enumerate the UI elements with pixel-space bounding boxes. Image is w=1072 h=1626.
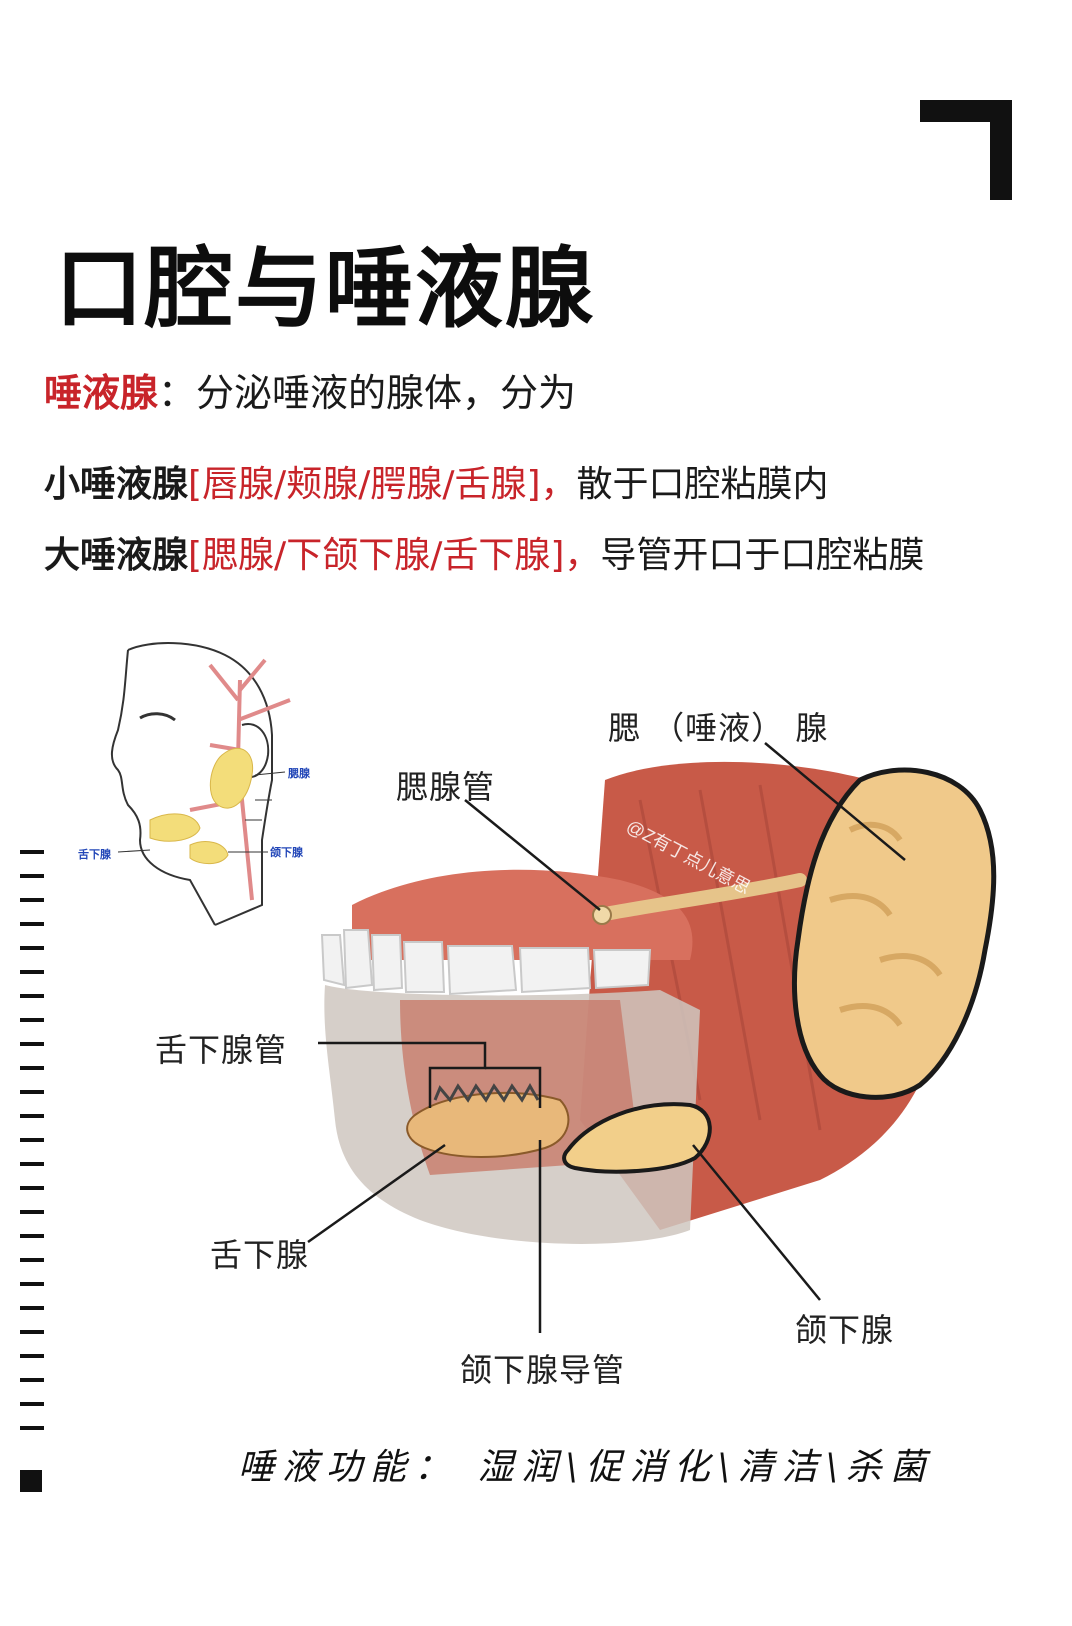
sublingual-gland-shape bbox=[406, 1082, 570, 1158]
teeth bbox=[320, 929, 652, 996]
label-parotid-duct: 腮腺管 bbox=[396, 768, 496, 806]
inset-head-sketch bbox=[111, 642, 273, 926]
minor-glands-desc: 散于口腔粘膜内 bbox=[576, 464, 829, 505]
inset-leader-lines bbox=[117, 771, 286, 853]
footer-functions: 唾液功能： 湿润\促消化\清洁\杀菌 bbox=[238, 1447, 934, 1488]
inset-glands bbox=[149, 747, 254, 865]
intro-text: 分泌唾液的腺体，分为 bbox=[196, 371, 577, 415]
intro-term: 唾液腺 bbox=[44, 371, 159, 415]
intro-colon: ： bbox=[158, 371, 197, 415]
submandibular-gland-shape bbox=[562, 1102, 712, 1174]
label-parotid-gland: 腮 （唾液） 腺 bbox=[608, 709, 829, 747]
intro-line: 唾液腺：分泌唾液的腺体，分为 bbox=[44, 362, 576, 417]
inset-label-parotid: 腮腺 bbox=[288, 767, 310, 780]
major-glands-list: [腮腺/下颌下腺/舌下腺]， bbox=[188, 535, 601, 576]
minor-glands-line: 小唾液腺[唇腺/颊腺/腭腺/舌腺]，散于口腔粘膜内 bbox=[44, 455, 829, 507]
inset-label-sublingual: 舌下腺 bbox=[78, 848, 111, 861]
major-glands-term: 大唾液腺 bbox=[44, 535, 189, 576]
label-sublingual-duct: 舌下腺管 bbox=[155, 1031, 288, 1069]
minor-glands-list: [唇腺/颊腺/腭腺/舌腺]， bbox=[188, 464, 577, 505]
label-submandibular-duct: 颌下腺导管 bbox=[460, 1351, 626, 1389]
parotid-gland-shape bbox=[792, 767, 997, 1100]
leader-lines bbox=[307, 742, 906, 1333]
label-submandibular-gland: 颌下腺 bbox=[795, 1311, 895, 1349]
label-sublingual-gland: 舌下腺 bbox=[210, 1236, 310, 1274]
parotid-duct-shape bbox=[592, 873, 807, 925]
minor-glands-term: 小唾液腺 bbox=[44, 464, 189, 505]
inset-label-submandibular: 颌下腺 bbox=[270, 846, 303, 859]
corner-bracket bbox=[920, 100, 1012, 200]
sidebar-ticks bbox=[20, 850, 46, 1492]
major-glands-desc: 导管开口于口腔粘膜 bbox=[600, 535, 925, 576]
page-title: 口腔与唾液腺 bbox=[55, 237, 596, 340]
upper-jaw bbox=[352, 869, 693, 960]
major-glands-line: 大唾液腺[腮腺/下颌下腺/舌下腺]，导管开口于口腔粘膜 bbox=[44, 526, 924, 578]
